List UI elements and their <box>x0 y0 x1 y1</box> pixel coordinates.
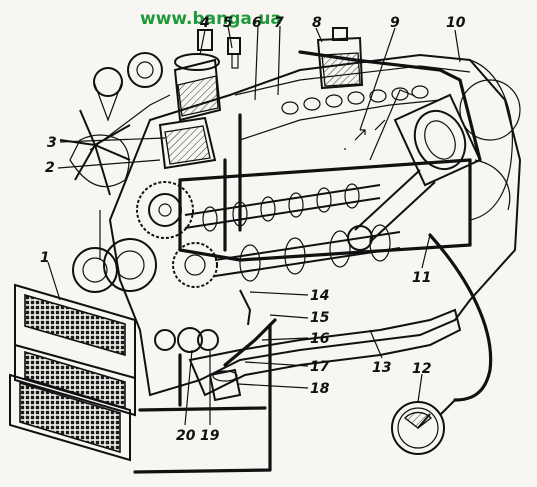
oil-pressure-gauge <box>391 399 456 455</box>
label-9: 9 <box>390 15 400 31</box>
crankshaft <box>214 224 401 282</box>
watermark-text: www.banga.ua <box>140 9 282 29</box>
label-2: 2 <box>45 160 55 176</box>
label-8: 8 <box>312 15 322 31</box>
label-3: 3 <box>47 135 57 151</box>
crank-pulley <box>103 238 157 292</box>
oil-pipes <box>133 50 493 474</box>
leader-lines <box>47 25 461 426</box>
front-drive <box>59 52 218 293</box>
label-12: 12 <box>412 361 431 377</box>
label-1: 1 <box>40 250 50 266</box>
oil-pan <box>188 308 462 397</box>
fan-blades <box>59 109 131 196</box>
connecting-rod <box>354 169 436 243</box>
crank-pulley-outer <box>72 247 118 293</box>
camshaft <box>184 183 381 232</box>
label-16: 16 <box>310 331 330 347</box>
label-7: 7 <box>274 15 284 31</box>
label-6: 6 <box>252 15 262 31</box>
oil-cooler <box>9 283 136 462</box>
fan-housing <box>459 79 521 141</box>
label-13: 13 <box>372 360 391 376</box>
label-15: 15 <box>310 310 330 326</box>
timing-gear-upper <box>136 181 194 239</box>
oil-filter-centrifuge <box>173 29 241 122</box>
label-5: 5 <box>223 15 233 31</box>
oil-filter-fine <box>158 116 217 170</box>
label-18: 18 <box>310 381 330 397</box>
label-11: 11 <box>412 270 431 286</box>
part-labels: 1 2 3 4 5 6 7 8 9 10 11 12 13 14 15 16 1… <box>40 15 466 444</box>
label-17: 17 <box>310 359 330 375</box>
label-20: 20 <box>176 428 196 444</box>
direction-arrows <box>344 119 386 150</box>
oil-pump <box>154 289 252 402</box>
label-14: 14 <box>310 288 329 304</box>
valve-row <box>281 85 429 115</box>
label-19: 19 <box>200 428 220 444</box>
label-10: 10 <box>446 15 466 31</box>
label-4: 4 <box>199 15 210 31</box>
timing-gear-lower <box>172 242 218 288</box>
filter-8 <box>316 27 364 90</box>
